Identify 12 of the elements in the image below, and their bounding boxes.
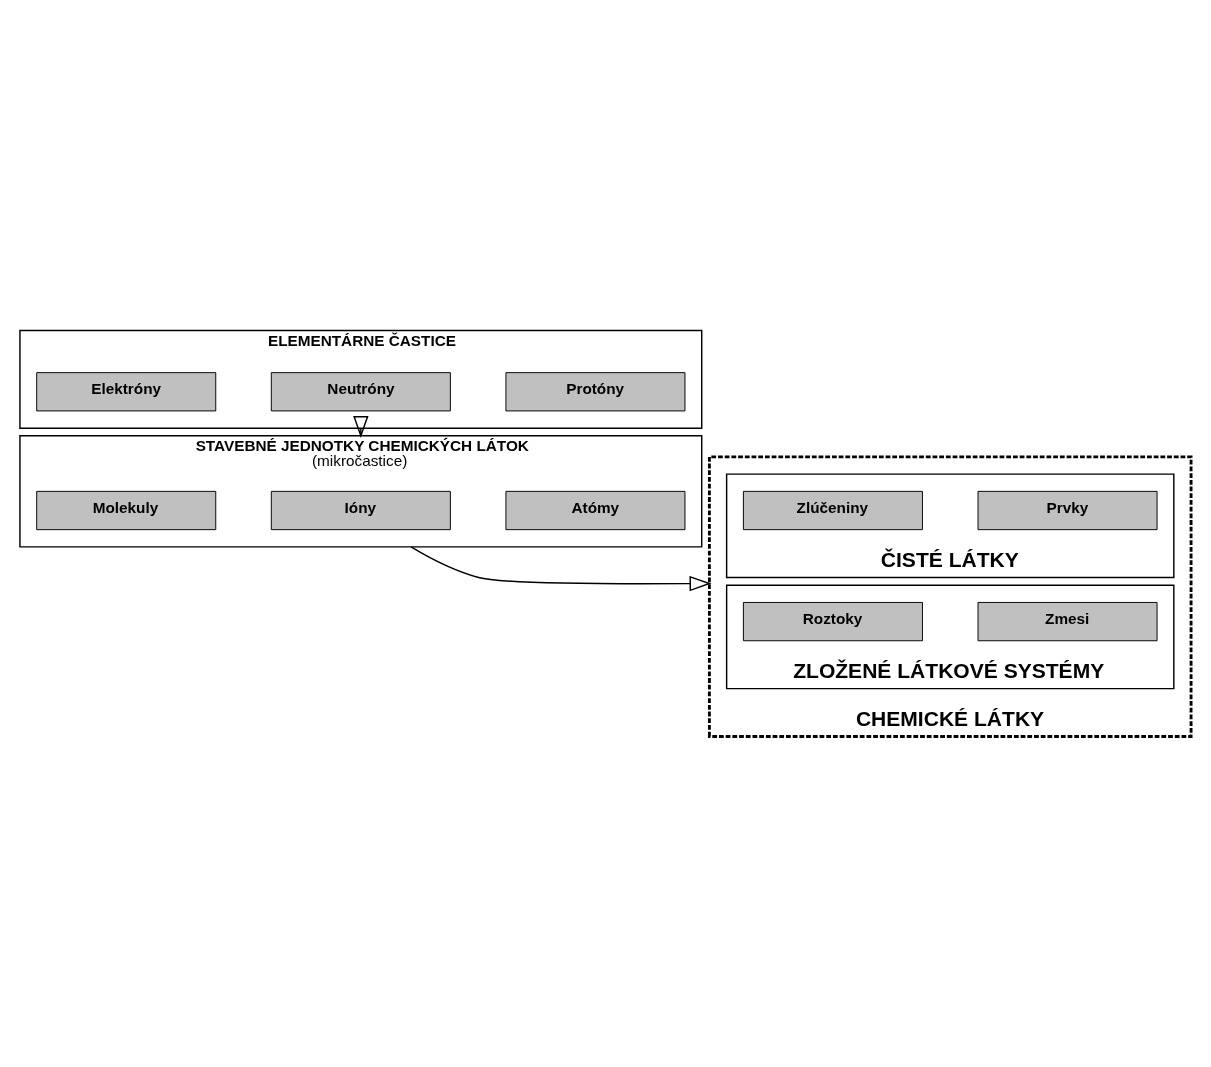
- node-box: Prvky: [977, 490, 1158, 531]
- node-box: Zmesi: [977, 601, 1158, 642]
- node-box: Zlúčeniny: [742, 490, 923, 531]
- node-box: Neutróny: [270, 372, 451, 412]
- node-box: Roztoky: [742, 601, 923, 642]
- node-box: Molekuly: [36, 490, 217, 531]
- node-box: Elektróny: [36, 372, 217, 412]
- node-box: Protóny: [505, 372, 686, 412]
- node-box: Ióny: [270, 490, 451, 531]
- arrow: [353, 415, 369, 438]
- arrow: [410, 546, 712, 592]
- node-box: Atómy: [505, 490, 686, 531]
